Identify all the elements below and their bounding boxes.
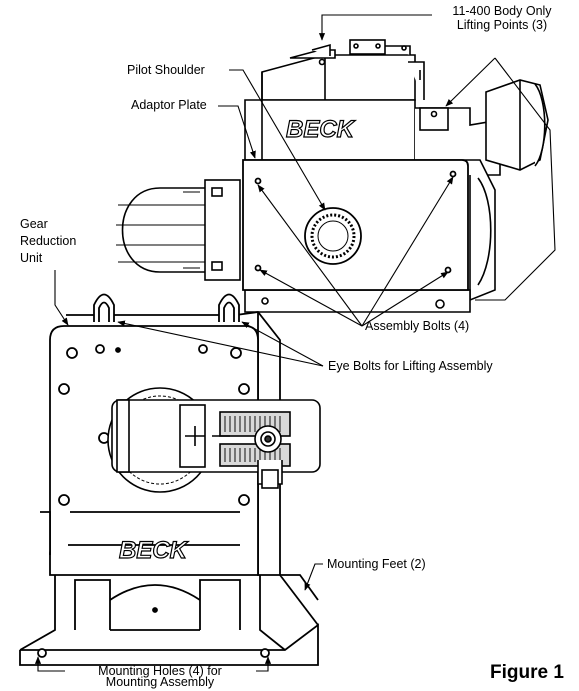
label-lifting-points-line1: 11-400 Body Only [452,4,552,18]
label-gear-reduction-line1: Gear [20,217,48,231]
handwheel-assembly [107,387,321,493]
label-assembly-bolts: Assembly Bolts (4) [365,319,470,333]
leader-lines [34,14,556,672]
label-pilot-shoulder: Pilot Shoulder [127,63,205,77]
label-mounting-holes-line1: Mounting Holes (4) for [98,664,222,678]
label-adaptor-plate: Adaptor Plate [131,98,207,112]
label-mounting-holes-line2: Mounting Assembly [105,675,215,689]
label-mounting-feet: Mounting Feet (2) [327,557,426,571]
beck-logo-lower: BECK [119,537,189,564]
label-gear-reduction-line3: Unit [20,251,43,265]
pilot-shoulder-shaft [304,207,362,265]
beck-logo-upper: BECK [286,116,356,143]
label-lifting-points-line2: Lifting Points (3) [456,18,548,32]
label-eye-bolts: Eye Bolts for Lifting Assembly [328,359,493,373]
figure-caption: Figure 1 [490,662,564,683]
label-gear-reduction-line2: Reduction [20,234,77,248]
